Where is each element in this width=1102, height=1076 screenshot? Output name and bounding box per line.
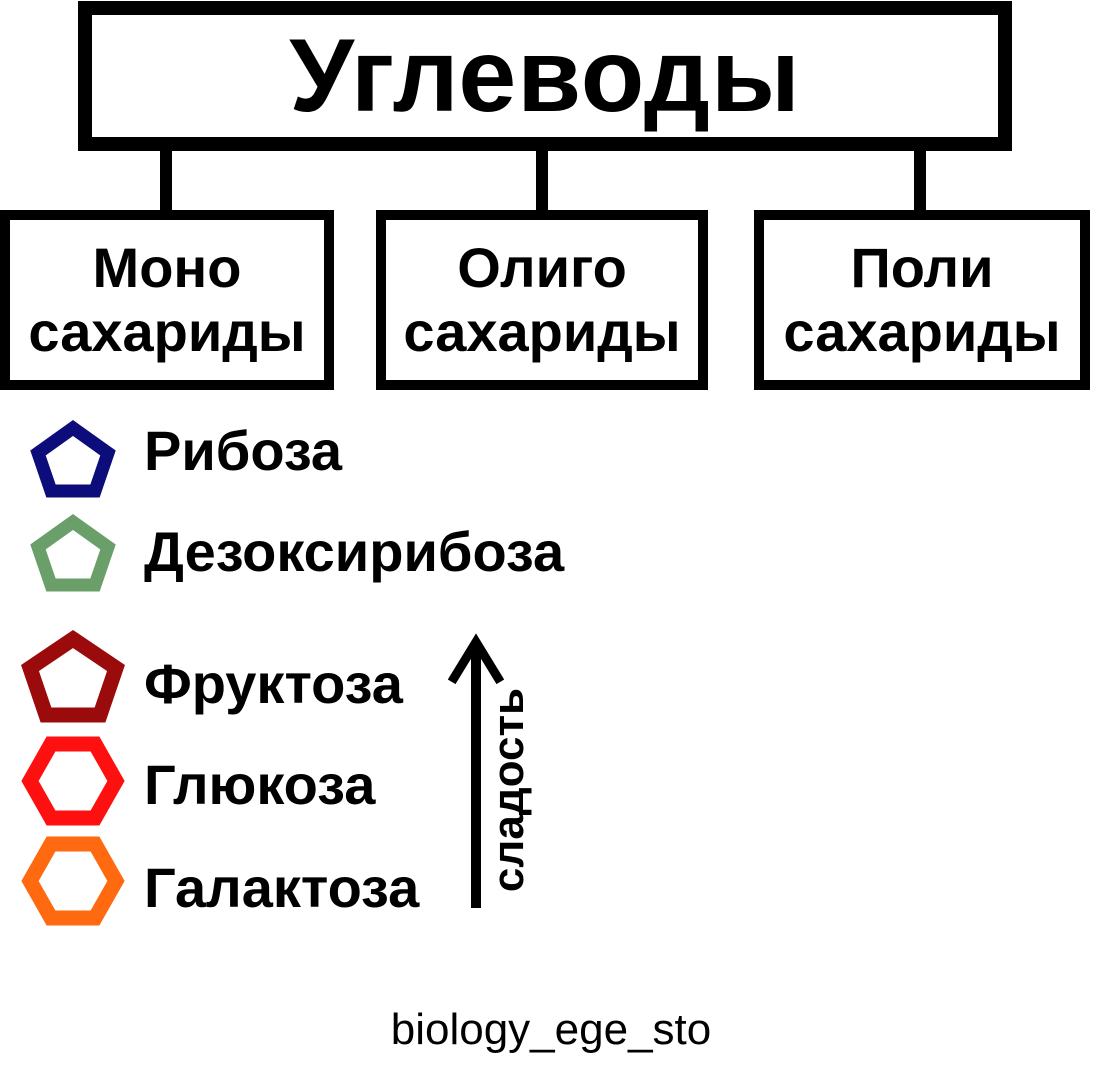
- category-label-line1: Поли: [850, 236, 994, 299]
- root-label: Углеводы: [289, 18, 801, 134]
- glucose-hexagon-icon: [21, 736, 125, 826]
- deoxyribose-pentagon-icon: [30, 514, 116, 592]
- ribose-pentagon-icon: [30, 420, 116, 498]
- category-label-line2: сахариды: [28, 300, 306, 363]
- category-label-line1: Моно: [92, 236, 242, 299]
- deoxyribose-pentagon-shape: [30, 514, 116, 592]
- sweetness-arrow-icon: [447, 633, 505, 908]
- item-deoxyribose: Дезоксирибоза: [144, 520, 565, 583]
- root-box-carbohydrates: Углеводы: [78, 1, 1012, 151]
- item-glucose: Глюкоза: [144, 753, 376, 816]
- galactose-hexagon-icon: [21, 836, 125, 926]
- connector-trunk-oligo: [536, 148, 548, 214]
- category-label-line2: сахариды: [403, 300, 681, 363]
- ribose-pentagon-shape: [30, 420, 116, 498]
- watermark-text: biology_ege_sto: [390, 1005, 712, 1054]
- galactose-hexagon-shape: [21, 836, 125, 926]
- category-label-line2: сахариды: [783, 300, 1061, 363]
- category-box-monosaccharides: Моно сахариды: [0, 210, 334, 390]
- sweetness-label: сладость: [484, 687, 533, 893]
- connector-trunk-poly: [914, 148, 926, 214]
- item-ribose: Рибоза: [144, 419, 343, 482]
- fructose-pentagon-icon: [21, 629, 125, 723]
- item-galactose: Галактоза: [144, 856, 420, 919]
- category-box-polysaccharides: Поли сахариды: [754, 210, 1090, 390]
- connector-trunk-mono: [160, 148, 172, 214]
- category-box-oligosaccharides: Олиго сахариды: [376, 210, 708, 390]
- fructose-pentagon-shape: [21, 629, 125, 723]
- category-label-line1: Олиго: [457, 236, 627, 299]
- glucose-hexagon-shape: [21, 736, 125, 826]
- item-fructose: Фруктоза: [144, 652, 403, 715]
